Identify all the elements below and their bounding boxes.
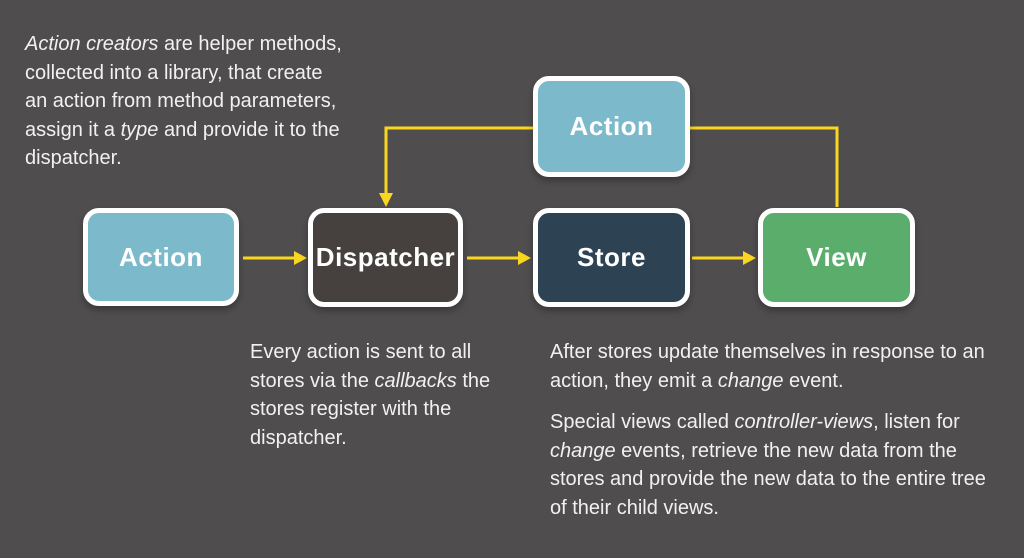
- intro-segment: are helper methods, collected into a lib…: [25, 33, 342, 141]
- intro-segment: type: [120, 118, 159, 141]
- store-note-segment: After stores update themselves in respon…: [550, 341, 985, 392]
- node-store: Store: [533, 208, 690, 307]
- edge-store-to-view: [692, 251, 756, 265]
- edge-action-to-dispatcher: [243, 251, 307, 265]
- store-view-note-paragraph-2: Special views called controller-views, l…: [550, 408, 990, 522]
- store-note-segment: , listen for: [873, 411, 960, 433]
- node-dispatcher-label: Dispatcher: [315, 242, 456, 272]
- node-action-top: Action: [533, 76, 690, 177]
- dispatcher-note-text: Every action is sent to all stores via t…: [250, 338, 520, 452]
- intro-text: Action creators are helper methods, coll…: [25, 30, 347, 173]
- edge-dispatcher-to-store: [467, 251, 531, 265]
- store-note-segment: events, retrieve the new data from the s…: [550, 439, 986, 519]
- node-action: Action: [83, 208, 239, 306]
- arrowhead-down-icon: [379, 193, 393, 207]
- dispatcher-note-segment: the stores register with the dispatcher.: [250, 369, 491, 449]
- arrowhead-right-icon: [743, 251, 756, 265]
- intro-segment: and provide it to the dispatcher.: [25, 118, 340, 170]
- node-action-label: Action: [119, 241, 203, 272]
- node-dispatcher: Dispatcher: [308, 208, 463, 307]
- node-view: View: [758, 208, 915, 307]
- arrowhead-right-icon: [518, 251, 531, 265]
- store-view-note-paragraph-1: After stores update themselves in respon…: [550, 338, 990, 395]
- store-note-segment: Special views called: [550, 411, 735, 433]
- store-note-segment: change: [717, 369, 784, 392]
- arrowhead-right-icon: [294, 251, 307, 265]
- store-note-segment: controller-views: [734, 411, 874, 433]
- store-view-note-text: After stores update themselves in respon…: [550, 338, 990, 535]
- intro-segment: Action creators: [25, 33, 159, 55]
- node-store-label: Store: [577, 242, 646, 272]
- dispatcher-note-segment: callbacks: [374, 369, 457, 392]
- store-note-segment: change: [550, 439, 616, 462]
- node-action-top-label: Action: [569, 111, 654, 141]
- node-view-label: View: [806, 242, 867, 272]
- dispatcher-note-segment: Every action is sent to all stores via t…: [250, 341, 472, 392]
- store-note-segment: event.: [783, 369, 844, 392]
